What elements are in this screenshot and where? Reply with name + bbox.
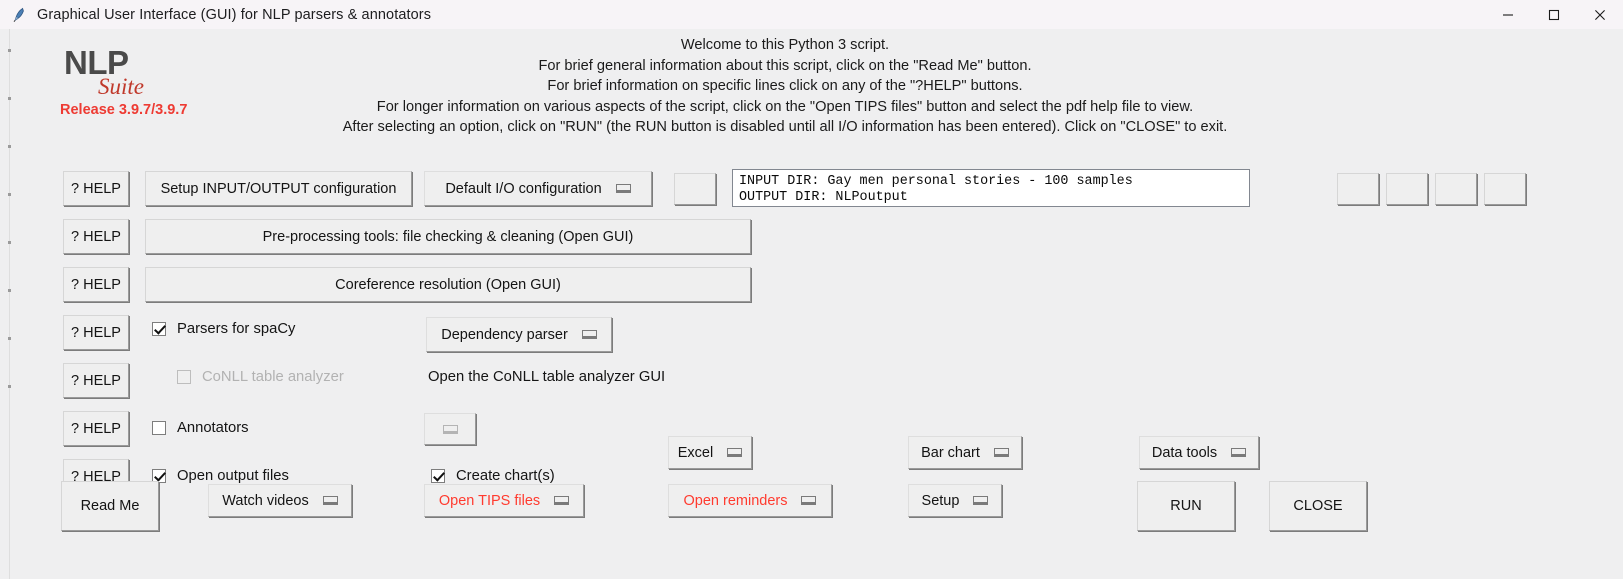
io-right-button-3[interactable] [1435, 173, 1477, 205]
main-frame: Welcome to this Python 3 script. For bri… [0, 29, 1623, 579]
chevron-down-icon [322, 496, 338, 505]
welcome-line-2: For brief general information about this… [538, 57, 1032, 74]
open-output-files-checkbox[interactable]: Open output files [152, 468, 289, 484]
coreference-resolution-button[interactable]: Coreference resolution (Open GUI) [145, 267, 751, 302]
chart-type-dropdown[interactable]: Bar chart [908, 436, 1022, 469]
welcome-line-5: After selecting an option, click on "RUN… [342, 119, 1228, 136]
python-feather-icon [12, 7, 28, 23]
open-tips-files-dropdown[interactable]: Open TIPS files [424, 484, 584, 517]
open-reminders-dropdown[interactable]: Open reminders [668, 484, 832, 517]
parser-type-dropdown[interactable]: Dependency parser [426, 317, 612, 352]
chevron-down-icon [727, 448, 743, 457]
help-button-parsers[interactable]: ? HELP [63, 315, 129, 350]
io-configuration-dropdown-label: Default I/O configuration [445, 180, 602, 197]
close-button[interactable]: CLOSE [1269, 481, 1367, 531]
left-rail-divider [9, 29, 10, 579]
help-button-annotators[interactable]: ? HELP [63, 411, 129, 446]
welcome-line-4: For longer information on various aspect… [376, 98, 1194, 115]
help-button-preprocessing[interactable]: ? HELP [63, 219, 129, 254]
io-right-button-2[interactable] [1386, 173, 1428, 205]
checkbox-indicator[interactable] [431, 469, 445, 483]
welcome-message: Welcome to this Python 3 script. For bri… [0, 35, 1570, 138]
rail-tick [8, 145, 11, 148]
open-output-files-label: Open output files [177, 468, 289, 484]
checkbox-indicator[interactable] [152, 469, 166, 483]
help-button-coreference[interactable]: ? HELP [63, 267, 129, 302]
watch-videos-dropdown[interactable]: Watch videos [208, 484, 352, 517]
nlp-suite-logo: NLP Suite Release 3.9.7/3.9.7 [60, 44, 270, 118]
setup-dropdown[interactable]: Setup [908, 484, 1002, 517]
rail-tick [8, 385, 11, 388]
rail-tick [8, 289, 11, 292]
conll-table-analyzer-label: CoNLL table analyzer [202, 369, 344, 385]
rail-tick [8, 241, 11, 244]
open-tips-files-dropdown-label: Open TIPS files [438, 492, 541, 509]
chart-type-dropdown-label: Bar chart [921, 444, 980, 461]
watch-videos-dropdown-label: Watch videos [222, 492, 309, 509]
checkbox-indicator[interactable] [152, 322, 166, 336]
maximize-icon[interactable] [1531, 0, 1577, 29]
rail-tick [8, 193, 11, 196]
parsers-for-spacy-checkbox[interactable]: Parsers for spaCy [152, 321, 295, 337]
checkbox-indicator [177, 370, 191, 384]
conll-table-analyzer-checkbox: CoNLL table analyzer [177, 369, 344, 385]
open-reminders-dropdown-label: Open reminders [683, 492, 788, 509]
setup-io-configuration-button[interactable]: Setup INPUT/OUTPUT configuration [145, 171, 412, 206]
help-button-io[interactable]: ? HELP [63, 171, 129, 206]
run-button[interactable]: RUN [1137, 481, 1235, 531]
parsers-for-spacy-label: Parsers for spaCy [177, 321, 296, 337]
chevron-down-icon [615, 184, 631, 193]
annotators-checkbox[interactable]: Annotators [152, 420, 249, 436]
read-me-button[interactable]: Read Me [61, 481, 159, 531]
logo-suite-text: Suite [98, 74, 144, 99]
welcome-line-3: For brief information on specific lines … [547, 78, 1023, 95]
chevron-down-icon [973, 496, 989, 505]
io-configuration-dropdown[interactable]: Default I/O configuration [424, 171, 652, 206]
close-icon[interactable] [1577, 0, 1623, 29]
preprocessing-tools-button[interactable]: Pre-processing tools: file checking & cl… [145, 219, 751, 254]
chevron-down-icon [1231, 448, 1247, 457]
create-charts-label: Create chart(s) [456, 468, 555, 484]
excel-output-dropdown[interactable]: Excel [668, 436, 752, 469]
logo-nlp-text: NLP [64, 44, 129, 81]
io-right-button-4[interactable] [1484, 173, 1526, 205]
release-version-label: Release 3.9.7/3.9.7 [60, 102, 188, 118]
window-controls [1485, 0, 1623, 29]
conll-gui-note: Open the CoNLL table analyzer GUI [428, 369, 666, 385]
chevron-down-icon [801, 496, 817, 505]
annotators-dropdown[interactable] [424, 413, 476, 445]
rail-tick [8, 97, 11, 100]
chevron-down-icon [993, 448, 1009, 457]
chevron-down-icon [554, 496, 570, 505]
parser-type-dropdown-label: Dependency parser [441, 326, 568, 343]
io-right-button-1[interactable] [1337, 173, 1379, 205]
excel-output-dropdown-label: Excel [677, 444, 714, 461]
setup-dropdown-label: Setup [921, 492, 960, 509]
minimize-icon[interactable] [1485, 0, 1531, 29]
data-tools-dropdown-label: Data tools [1151, 444, 1218, 461]
rail-tick [8, 49, 11, 52]
checkbox-indicator[interactable] [152, 421, 166, 435]
window-title: Graphical User Interface (GUI) for NLP p… [37, 6, 432, 23]
create-charts-checkbox[interactable]: Create chart(s) [431, 468, 555, 484]
chevron-down-icon [442, 424, 458, 434]
chevron-down-icon [581, 330, 597, 339]
io-directories-textbox[interactable]: INPUT DIR: Gay men personal stories - 10… [732, 169, 1250, 207]
window-title-bar: Graphical User Interface (GUI) for NLP p… [0, 0, 1623, 30]
annotators-label: Annotators [177, 420, 249, 436]
help-button-conll[interactable]: ? HELP [63, 363, 129, 398]
rail-tick [8, 337, 11, 340]
io-extra-button[interactable] [674, 173, 716, 205]
data-tools-dropdown[interactable]: Data tools [1139, 436, 1259, 469]
welcome-line-1: Welcome to this Python 3 script. [680, 37, 890, 53]
